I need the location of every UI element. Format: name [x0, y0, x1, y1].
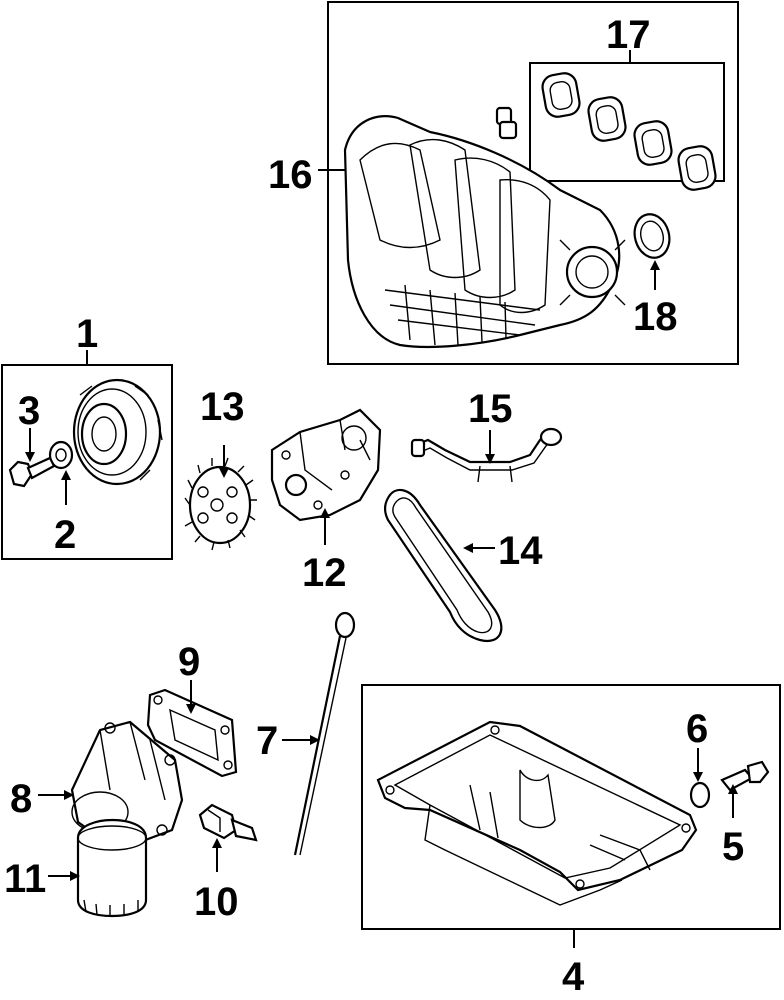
- intake-manifold-part: [343, 115, 626, 349]
- callout-4: 4: [562, 955, 585, 999]
- manifold-gasket-set-box: [529, 62, 725, 182]
- oil-pan-group-box: [361, 684, 781, 930]
- callout-17: 17: [606, 13, 651, 57]
- dipstick-part: [293, 611, 356, 856]
- callout-1: 1: [76, 312, 98, 356]
- crankshaft-pulley-part: [72, 378, 163, 486]
- callout-14: 14: [498, 529, 543, 573]
- oil-pan-part: [376, 720, 698, 906]
- oil-pressure-sensor-part: [198, 803, 258, 842]
- leader-lines: [25, 50, 738, 948]
- intake-manifold-group-box: [327, 1, 739, 365]
- manifold-gaskets-part: [541, 72, 717, 191]
- callout-18: 18: [633, 295, 678, 339]
- timing-chain-part: [383, 488, 503, 643]
- oil-filter-part: [76, 818, 148, 918]
- callout-6: 6: [686, 707, 708, 751]
- callout-10: 10: [194, 880, 239, 924]
- throttle-body-gasket-part: [633, 213, 671, 259]
- callout-9: 9: [178, 640, 200, 684]
- drain-plug-part: [720, 760, 770, 792]
- callout-3: 3: [18, 389, 40, 433]
- drain-plug-gasket-part: [689, 781, 711, 809]
- callout-16: 16: [268, 153, 313, 197]
- pulley-bolt-part: [8, 456, 56, 488]
- manifold-sensor-part: [495, 106, 518, 140]
- oil-tube-part: [410, 427, 563, 483]
- callout-11: 11: [4, 857, 46, 901]
- callout-13: 13: [200, 385, 245, 429]
- callout-2: 2: [54, 513, 76, 557]
- callout-15: 15: [468, 387, 513, 431]
- callout-5: 5: [722, 825, 744, 869]
- oil-pump-part: [270, 408, 382, 522]
- callout-12: 12: [302, 551, 347, 595]
- callout-7: 7: [256, 719, 278, 763]
- callout-labels: 16 17 18 1 3 2 13 12 15 14 9 7 8 10 11 6…: [4, 13, 744, 999]
- timing-sprocket-part: [184, 457, 257, 551]
- oil-filter-adapter-gasket-part: [146, 688, 238, 778]
- pulley-washer-part: [48, 440, 74, 470]
- callout-8: 8: [10, 777, 32, 821]
